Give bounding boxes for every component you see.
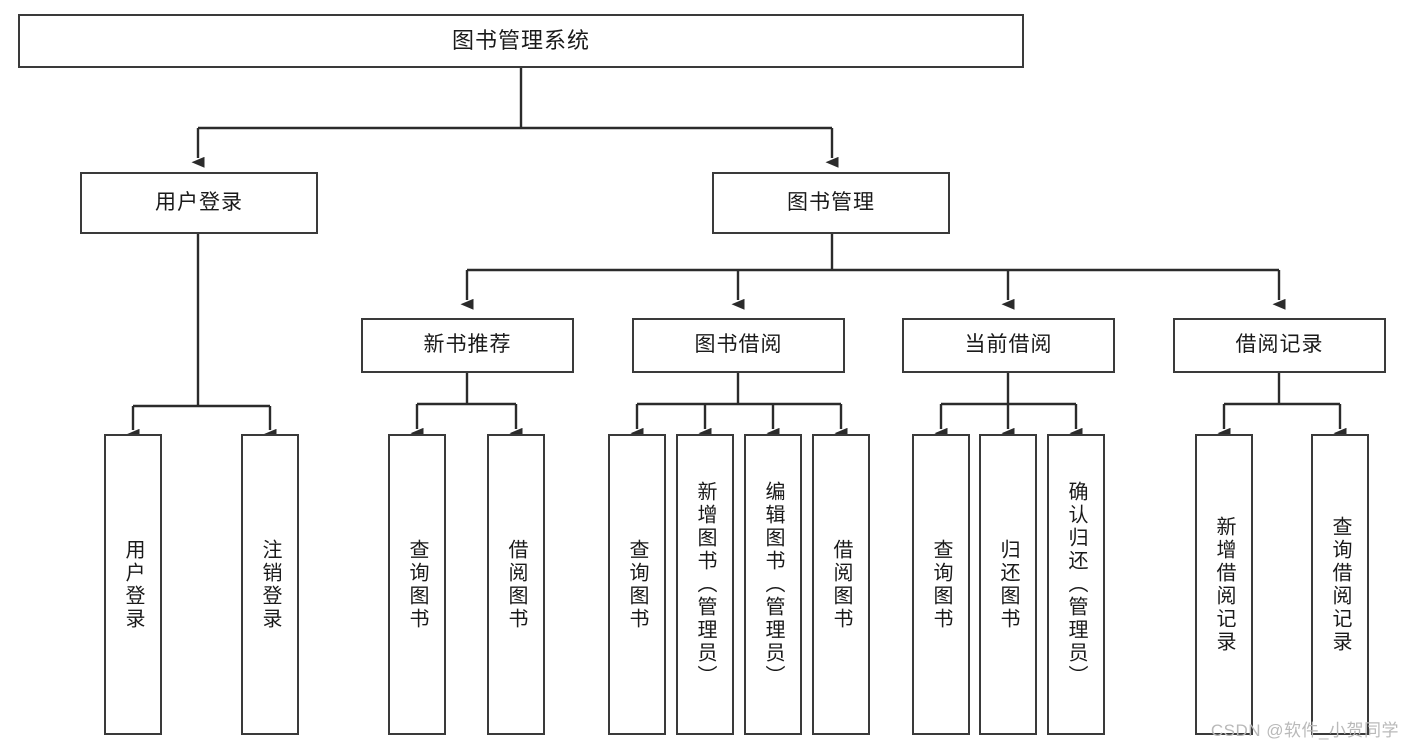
- node-new-book-recommend[interactable]: 新书推荐: [361, 318, 574, 373]
- node-book-management[interactable]: 图书管理: [712, 172, 950, 234]
- node-leaf-query-book-1[interactable]: 查询图书: [388, 434, 446, 735]
- node-leaf-logout-login[interactable]: 注销登录: [241, 434, 299, 735]
- node-leaf-user-login-label: 用户登录: [122, 538, 144, 631]
- node-leaf-return-book[interactable]: 归还图书: [979, 434, 1037, 735]
- node-leaf-add-book-admin[interactable]: 新增图书（管理员）: [676, 434, 734, 735]
- node-user-login-label: 用户登录: [155, 190, 243, 214]
- node-root-system-label: 图书管理系统: [451, 28, 590, 54]
- node-user-login[interactable]: 用户登录: [80, 172, 318, 234]
- node-leaf-confirm-return-admin-label: 确认归还（管理员）: [1065, 481, 1087, 688]
- node-leaf-borrow-book-2[interactable]: 借阅图书: [812, 434, 870, 735]
- node-leaf-add-book-admin-label: 新增图书（管理员）: [694, 481, 716, 688]
- node-current-borrow-label: 当前借阅: [964, 333, 1053, 357]
- node-leaf-query-book-1-label: 查询图书: [406, 538, 428, 631]
- node-borrow-record-label: 借阅记录: [1235, 333, 1324, 357]
- node-leaf-add-borrow-record[interactable]: 新增借阅记录: [1195, 434, 1253, 735]
- node-leaf-query-book-2-label: 查询图书: [626, 538, 648, 631]
- node-leaf-query-book-2[interactable]: 查询图书: [608, 434, 666, 735]
- node-borrow-record[interactable]: 借阅记录: [1173, 318, 1386, 373]
- watermark-text: CSDN @软件_小贺同学: [1210, 721, 1399, 740]
- node-leaf-borrow-book-1-label: 借阅图书: [505, 538, 527, 631]
- node-leaf-query-book-3[interactable]: 查询图书: [912, 434, 970, 735]
- node-leaf-query-borrow-record-label: 查询借阅记录: [1329, 515, 1351, 654]
- node-book-borrow-label: 图书借阅: [694, 333, 783, 357]
- node-leaf-borrow-book-2-label: 借阅图书: [830, 538, 852, 631]
- node-leaf-add-borrow-record-label: 新增借阅记录: [1213, 515, 1235, 654]
- node-book-management-label: 图书管理: [787, 190, 875, 214]
- node-leaf-logout-login-label: 注销登录: [259, 538, 281, 631]
- node-leaf-borrow-book-1[interactable]: 借阅图书: [487, 434, 545, 735]
- node-leaf-user-login[interactable]: 用户登录: [104, 434, 162, 735]
- node-leaf-query-book-3-label: 查询图书: [930, 538, 952, 631]
- node-leaf-edit-book-admin[interactable]: 编辑图书（管理员）: [744, 434, 802, 735]
- node-leaf-query-borrow-record[interactable]: 查询借阅记录: [1311, 434, 1369, 735]
- node-root-system[interactable]: 图书管理系统: [18, 14, 1024, 68]
- node-leaf-confirm-return-admin[interactable]: 确认归还（管理员）: [1047, 434, 1105, 735]
- node-book-borrow[interactable]: 图书借阅: [632, 318, 845, 373]
- node-new-book-recommend-label: 新书推荐: [423, 333, 512, 357]
- node-leaf-edit-book-admin-label: 编辑图书（管理员）: [762, 481, 784, 688]
- node-leaf-return-book-label: 归还图书: [997, 538, 1019, 631]
- node-current-borrow[interactable]: 当前借阅: [902, 318, 1115, 373]
